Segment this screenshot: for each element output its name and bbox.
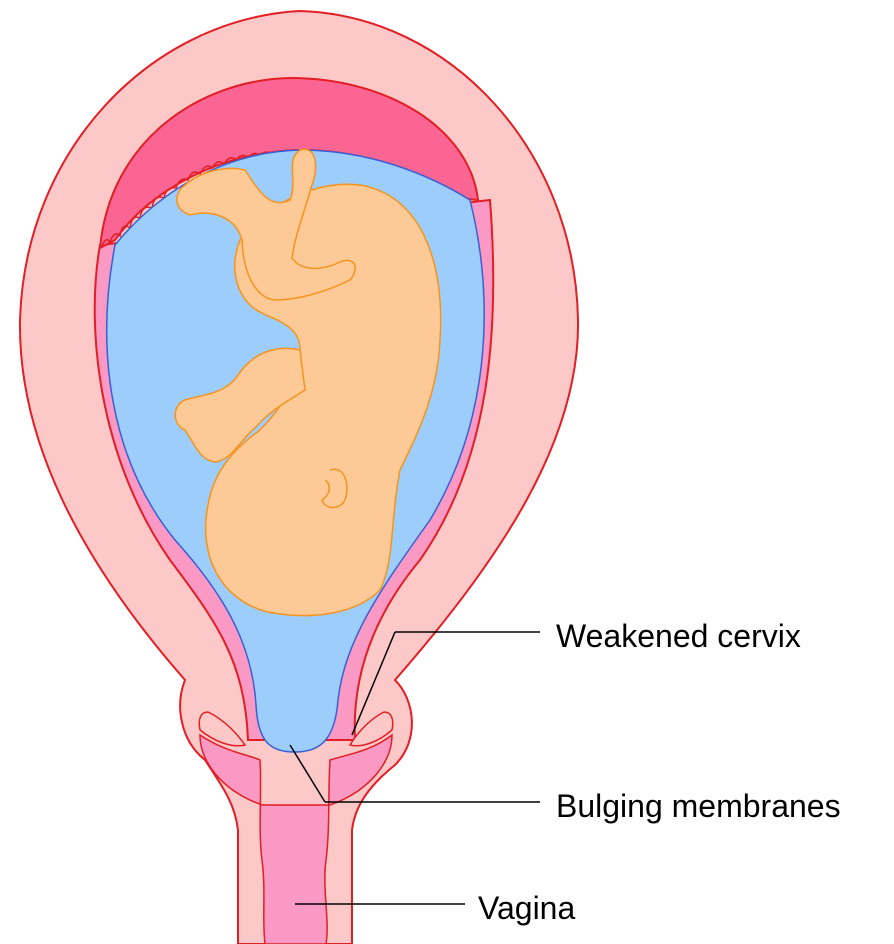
label-bulging-membranes: Bulging membranes xyxy=(556,790,841,822)
label-weakened-cervix: Weakened cervix xyxy=(556,620,801,652)
label-vagina: Vagina xyxy=(478,892,575,924)
